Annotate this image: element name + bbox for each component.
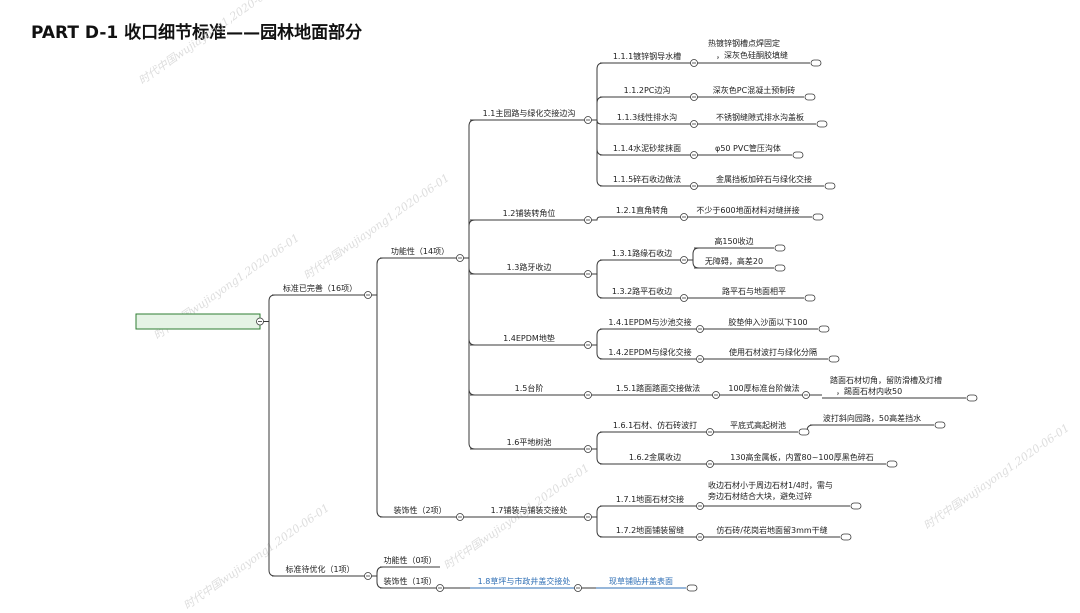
note-marker[interactable] [804, 93, 816, 101]
note-marker[interactable] [792, 151, 804, 159]
node-label: 1.7.1地面石材交接 [616, 494, 684, 504]
connector [463, 219, 476, 259]
note-marker[interactable] [774, 244, 786, 252]
connector [591, 119, 602, 125]
node-label: ，踢面石材内收50 [836, 386, 902, 396]
node-label: 金属挡板加碎石与绿化交接 [716, 174, 812, 184]
node-label: 1.6平地树池 [507, 437, 552, 447]
node-label: 1.8草坪与市政井盖交接处 [478, 576, 571, 586]
node-label: 收边石材小于周边石材1/4时，需与 [708, 480, 833, 490]
note-marker[interactable] [934, 421, 946, 429]
note-marker[interactable] [824, 182, 836, 190]
root-node[interactable] [135, 313, 261, 330]
node-label: 1.7铺装与铺装交接处 [491, 505, 568, 515]
page-title: PART D-1 收口细节标准——园林地面部分 [31, 23, 363, 43]
node-label: 1.5台阶 [515, 383, 544, 393]
node-label: 1.1.3线性排水沟 [617, 112, 677, 122]
node-label: 1.2铺装转角位 [503, 208, 556, 218]
connector [371, 294, 384, 518]
node-label: 1.4.2EPDM与绿化交接 [608, 347, 691, 357]
connector [591, 516, 604, 538]
node-label: 1.3.2路平石收边 [612, 286, 672, 296]
node-label: 标准已完善（16项） [283, 283, 357, 293]
connector [591, 96, 604, 121]
node-label: 现草铺贴井盖表面 [609, 576, 673, 586]
connector [591, 505, 604, 518]
connector [263, 321, 276, 577]
node-label: 100厚标准台阶做法 [728, 383, 799, 393]
node-label: 1.3路牙收边 [507, 262, 552, 272]
node-label: 装饰性（2项） [393, 505, 446, 515]
node-label: 1.3.1路缘石收边 [612, 248, 672, 258]
node-label: 仿石砖/花岗岩地面留3mm干缝 [716, 525, 827, 535]
node-label: 1.1.5碎石收边做法 [613, 174, 681, 184]
node-label: 1.4.1EPDM与沙池交接 [608, 317, 691, 327]
connector [591, 216, 601, 221]
connector [687, 247, 700, 261]
node-label: 无障碍，高差20 [705, 256, 763, 266]
node-label: 1.7.2地面铺装留缝 [616, 525, 684, 535]
note-marker[interactable] [966, 394, 978, 402]
node-label: 深灰色PC混凝土预制砖 [713, 85, 795, 95]
node-label: 1.6.1石材、仿石砖波打 [613, 420, 697, 430]
connector [591, 328, 604, 346]
note-marker[interactable] [686, 584, 698, 592]
note-marker[interactable] [840, 533, 852, 541]
node-label: 旁边石材结合大块，避免过碎 [708, 491, 812, 501]
node-label: 热镀锌钢槽点焊固定 [708, 38, 780, 48]
node-label: 1.1.4水泥砂浆抹面 [613, 143, 681, 153]
node-label: ，深灰色硅酮胶填缝 [716, 50, 788, 60]
connector [591, 431, 604, 450]
connector [371, 566, 384, 577]
node-label: 波打斜向园路，50高差挡水 [823, 413, 921, 423]
note-marker[interactable] [798, 428, 810, 436]
node-label: 1.2.1直角转角 [616, 205, 668, 215]
node-label: 1.1主园路与绿化交接边沟 [483, 108, 576, 118]
node-label: 装饰性（1项） [383, 576, 436, 586]
note-marker[interactable] [774, 264, 786, 272]
note-marker[interactable] [816, 120, 828, 128]
node-label: 路平石与地面相平 [722, 286, 786, 296]
node-label: 标准待优化（1项） [285, 564, 354, 574]
node-label: 1.1.2PC边沟 [624, 85, 671, 95]
note-marker[interactable] [810, 59, 822, 67]
note-marker[interactable] [850, 502, 862, 510]
connector [463, 257, 476, 450]
note-marker[interactable] [804, 294, 816, 302]
connector [591, 448, 604, 465]
connector [371, 575, 384, 589]
connector [371, 257, 384, 296]
node-label: 1.6.2金属收边 [629, 452, 681, 462]
node-label: 高150收边 [714, 236, 753, 246]
node-label: 130高金属板，内置80~100厚黑色碎石 [730, 452, 873, 462]
node-label: 踏面石材切角，留防滑槽及灯槽 [830, 375, 942, 385]
node-label: 1.1.1镀锌钢导水槽 [613, 51, 681, 61]
connector [591, 344, 604, 360]
node-label: φ50 PVC管压沟体 [715, 143, 781, 153]
node-label: 平底式高起树池 [730, 420, 786, 430]
node-label: 不少于600地面材料对缝拼接 [696, 205, 799, 215]
connector [263, 294, 276, 322]
node-label: 不锈钢缝隙式排水沟盖板 [716, 112, 804, 122]
node-label: 使用石材波打与绿化分隔 [729, 347, 817, 357]
node-label: 功能性（0项） [383, 555, 436, 565]
note-marker[interactable] [828, 355, 840, 363]
connector [591, 273, 604, 299]
connector [687, 259, 700, 269]
node-label: 1.5.1踏面踏面交接做法 [616, 383, 700, 393]
node-label: 功能性（14项） [391, 246, 449, 256]
connector [591, 259, 604, 275]
node-label: 1.4EPDM地垫 [503, 333, 555, 343]
note-marker[interactable] [886, 460, 898, 468]
connector [591, 119, 604, 187]
note-marker[interactable] [812, 213, 824, 221]
note-marker[interactable] [818, 325, 830, 333]
node-label: 胶垫伸入沙面以下100 [728, 317, 807, 327]
